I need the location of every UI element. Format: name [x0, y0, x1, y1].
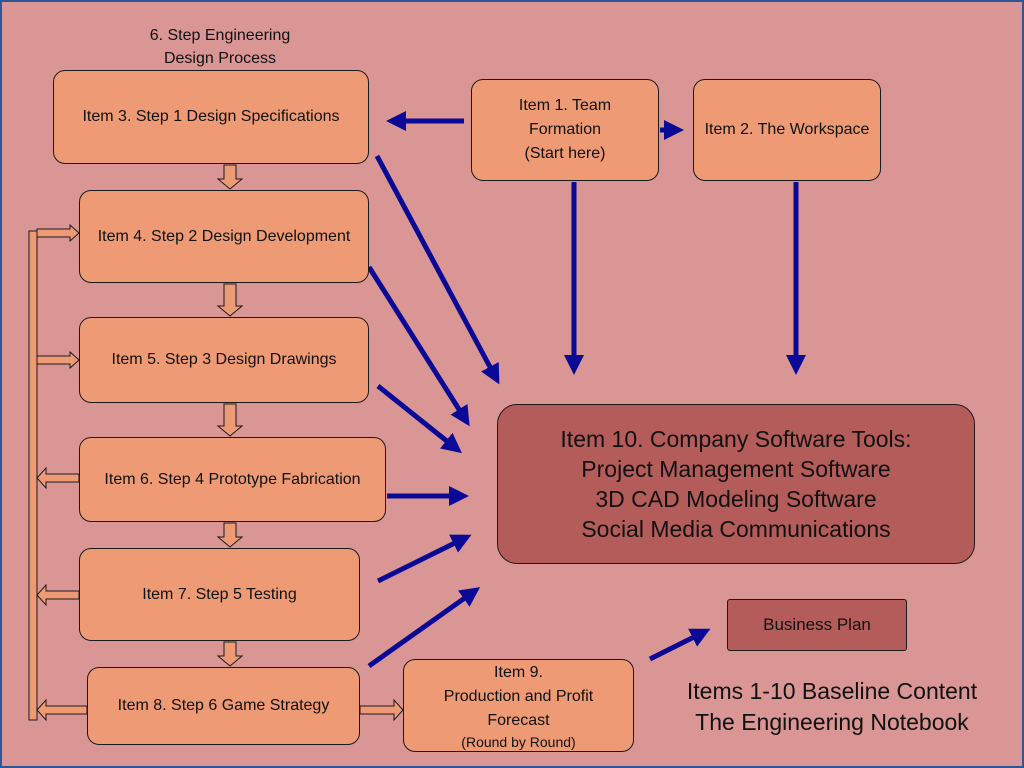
arrow-step3-to-item10 — [376, 384, 462, 454]
hollow-arrow-step2-to-step3 — [216, 283, 244, 317]
arrow-item9-to-business-plan — [648, 628, 711, 662]
item7-step5-box: Item 7. Step 5 Testing — [79, 548, 360, 641]
feedback-arrow-from-step4 — [36, 466, 80, 490]
hollow-arrow-step1-to-step2 — [216, 164, 244, 190]
item9-line-1: Item 9. — [494, 663, 543, 681]
item9-line-3: Forecast — [487, 711, 550, 729]
feedback-arrow-to-step3 — [36, 350, 80, 370]
hollow-arrow-step5-to-step6 — [216, 641, 244, 667]
hollow-arrow-step6-to-item9 — [359, 698, 404, 722]
item5-label: Item 5. Step 3 Design Drawings — [111, 351, 337, 368]
item2-label: Item 2. The Workspace — [704, 121, 870, 138]
feedback-arrow-to-step2 — [36, 223, 80, 243]
feedback-arrow-from-step5 — [36, 583, 80, 607]
item9-production-forecast-box: Item 9. Production and Profit Forecast (… — [403, 659, 634, 752]
item1-team-formation-box: Item 1. Team Formation (Start here) — [471, 79, 659, 181]
item1-line-2: Formation — [528, 121, 602, 138]
feedback-arrow-from-step6 — [36, 698, 88, 722]
hollow-arrow-step3-to-step4 — [216, 403, 244, 437]
item8-step6-box: Item 8. Step 6 Game Strategy — [87, 667, 360, 745]
item9-line-2: Production and Profit — [443, 687, 594, 705]
title-line-2: Design Process — [163, 50, 277, 67]
item10-line-3: 3D CAD Modeling Software — [595, 486, 877, 512]
footer-line-1: Items 1-10 Baseline Content — [686, 678, 978, 704]
item4-step2-box: Item 4. Step 2 Design Development — [79, 190, 369, 283]
arrow-step2-to-item10 — [366, 265, 470, 427]
arrow-step5-to-item10 — [376, 534, 472, 584]
item1-line-3: (Start here) — [524, 145, 606, 162]
footer-caption: Items 1-10 Baseline Content The Engineer… — [652, 676, 1012, 738]
item2-workspace-box: Item 2. The Workspace — [693, 79, 881, 181]
item6-label: Item 6. Step 4 Prototype Fabrication — [104, 470, 361, 488]
hollow-arrow-step4-to-step5 — [216, 522, 244, 548]
business-plan-label: Business Plan — [763, 615, 871, 634]
business-plan-box: Business Plan — [727, 599, 907, 651]
arrow-step6-to-item10 — [367, 587, 481, 669]
footer-line-2: The Engineering Notebook — [695, 709, 969, 735]
arrow-step1-to-item10 — [374, 154, 500, 385]
item7-label: Item 7. Step 5 Testing — [142, 585, 297, 603]
item3-step1-box: Item 3. Step 1 Design Specifications — [53, 70, 369, 164]
item3-label: Item 3. Step 1 Design Specifications — [82, 108, 340, 125]
title-line-1: 6. Step Engineering — [149, 27, 291, 44]
item10-line-4: Social Media Communications — [581, 516, 891, 542]
item10-line-1: Item 10. Company Software Tools: — [560, 426, 912, 452]
diagram-title: 6. Step Engineering Design Process — [102, 24, 338, 70]
item5-step3-box: Item 5. Step 3 Design Drawings — [79, 317, 369, 403]
item1-line-1: Item 1. Team — [518, 97, 612, 114]
item9-note: (Round by Round) — [461, 733, 576, 750]
item10-line-2: Project Management Software — [581, 456, 891, 482]
item6-step4-box: Item 6. Step 4 Prototype Fabrication — [79, 437, 386, 522]
feedback-loop-bar — [28, 230, 38, 721]
item8-label: Item 8. Step 6 Game Strategy — [117, 697, 330, 714]
item10-software-tools-box: Item 10. Company Software Tools: Project… — [497, 404, 975, 564]
item4-label: Item 4. Step 2 Design Development — [97, 227, 351, 245]
